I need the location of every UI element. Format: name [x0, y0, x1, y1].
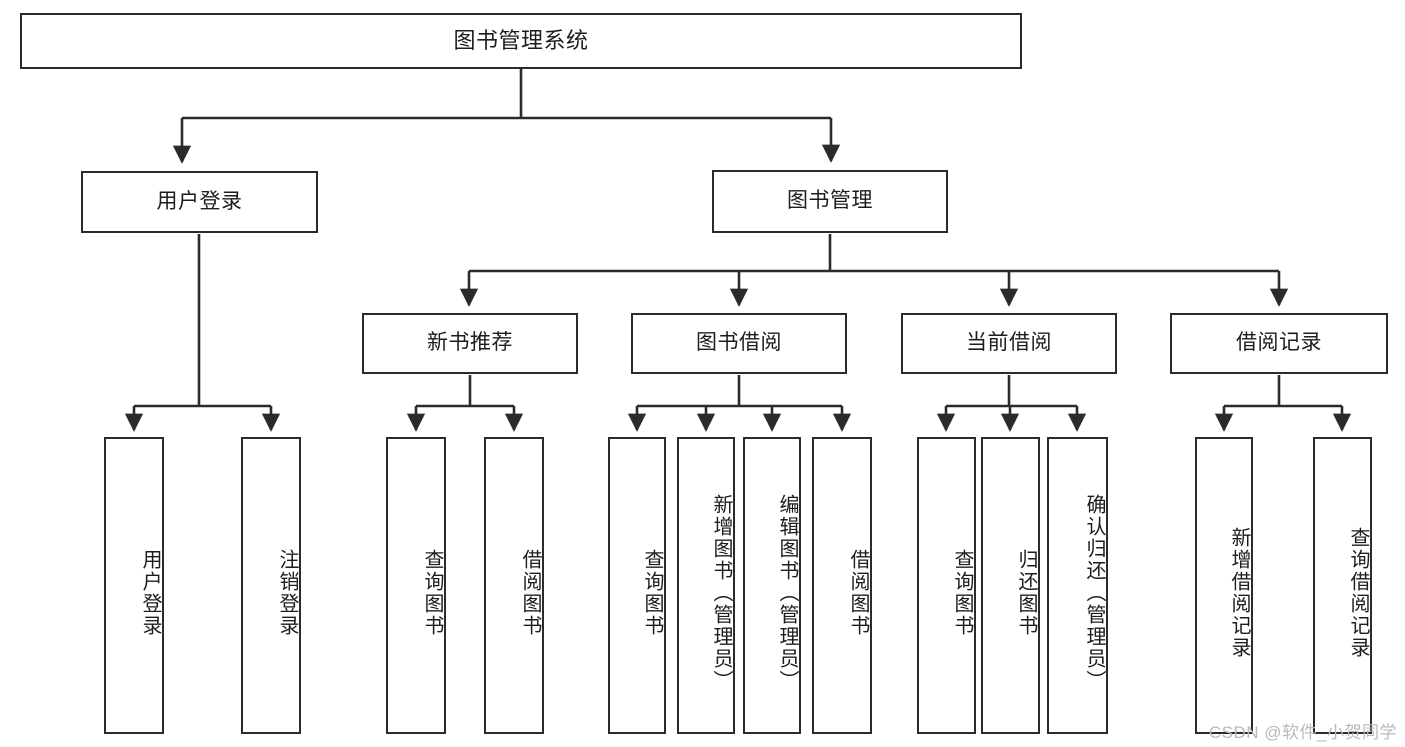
node-leaf-edit-book[interactable]: 编辑图书（管理员）: [743, 437, 801, 734]
node-leaf-return-book-label: 归还图书: [1015, 548, 1037, 637]
watermark: CSDN @软件_小贺同学: [1208, 723, 1397, 742]
node-leaf-query-book-3[interactable]: 查询图书: [917, 437, 976, 734]
node-leaf-return-book[interactable]: 归还图书: [981, 437, 1040, 734]
node-leaf-borrow-book-2-label: 借阅图书: [847, 548, 869, 637]
node-leaf-user-login[interactable]: 用户登录: [104, 437, 164, 734]
node-leaf-query-book-2[interactable]: 查询图书: [608, 437, 666, 734]
node-user-login-label: 用户登录: [156, 189, 243, 213]
node-leaf-user-login-label: 用户登录: [139, 548, 161, 637]
node-leaf-logout-login[interactable]: 注销登录: [241, 437, 301, 734]
node-current-borrow-label: 当前借阅: [966, 331, 1052, 355]
node-leaf-query-book-3-label: 查询图书: [951, 548, 973, 637]
node-leaf-borrow-book-1-label: 借阅图书: [519, 548, 541, 637]
node-leaf-query-book-2-label: 查询图书: [641, 548, 663, 637]
node-root-label: 图书管理系统: [453, 28, 589, 54]
node-leaf-query-book-1-label: 查询图书: [421, 548, 443, 637]
node-leaf-add-book[interactable]: 新增图书（管理员）: [677, 437, 735, 734]
node-book-manage[interactable]: 图书管理: [712, 170, 948, 233]
node-leaf-borrow-book-2[interactable]: 借阅图书: [812, 437, 872, 734]
node-leaf-query-book-1[interactable]: 查询图书: [386, 437, 446, 734]
node-borrow-record-label: 借阅记录: [1236, 331, 1322, 355]
node-leaf-add-record[interactable]: 新增借阅记录: [1195, 437, 1253, 734]
node-leaf-confirm-return-label: 确认归还（管理员）: [1083, 493, 1105, 692]
node-new-book-rec-label: 新书推荐: [427, 331, 513, 355]
node-leaf-borrow-book-1[interactable]: 借阅图书: [484, 437, 544, 734]
node-leaf-query-record-label: 查询借阅记录: [1347, 526, 1369, 659]
node-leaf-edit-book-label: 编辑图书（管理员）: [776, 493, 798, 692]
node-leaf-logout-login-label: 注销登录: [276, 548, 298, 637]
node-book-borrow[interactable]: 图书借阅: [631, 313, 847, 374]
node-book-manage-label: 图书管理: [787, 189, 873, 213]
node-user-login[interactable]: 用户登录: [81, 171, 318, 233]
node-leaf-query-record[interactable]: 查询借阅记录: [1313, 437, 1372, 734]
node-book-borrow-label: 图书借阅: [696, 331, 782, 355]
node-current-borrow[interactable]: 当前借阅: [901, 313, 1117, 374]
node-leaf-add-book-label: 新增图书（管理员）: [710, 493, 732, 692]
node-new-book-rec[interactable]: 新书推荐: [362, 313, 578, 374]
node-root[interactable]: 图书管理系统: [20, 13, 1022, 69]
node-leaf-confirm-return[interactable]: 确认归还（管理员）: [1047, 437, 1108, 734]
node-borrow-record[interactable]: 借阅记录: [1170, 313, 1388, 374]
node-leaf-add-record-label: 新增借阅记录: [1228, 526, 1250, 659]
